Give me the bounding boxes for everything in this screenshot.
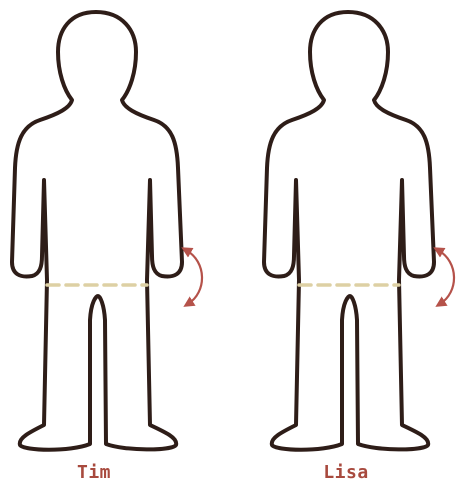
figure-name-tim: Tim (77, 462, 111, 483)
body-outline-tim (12, 12, 182, 450)
figure-name-lisa: Lisa (323, 462, 368, 483)
figure-lisa (264, 12, 454, 450)
rotate-arrow-icon-lisa (438, 250, 454, 304)
figure-tim (12, 12, 202, 450)
rotate-arrow-icon-tim (186, 250, 202, 304)
body-outline-lisa (264, 12, 434, 450)
